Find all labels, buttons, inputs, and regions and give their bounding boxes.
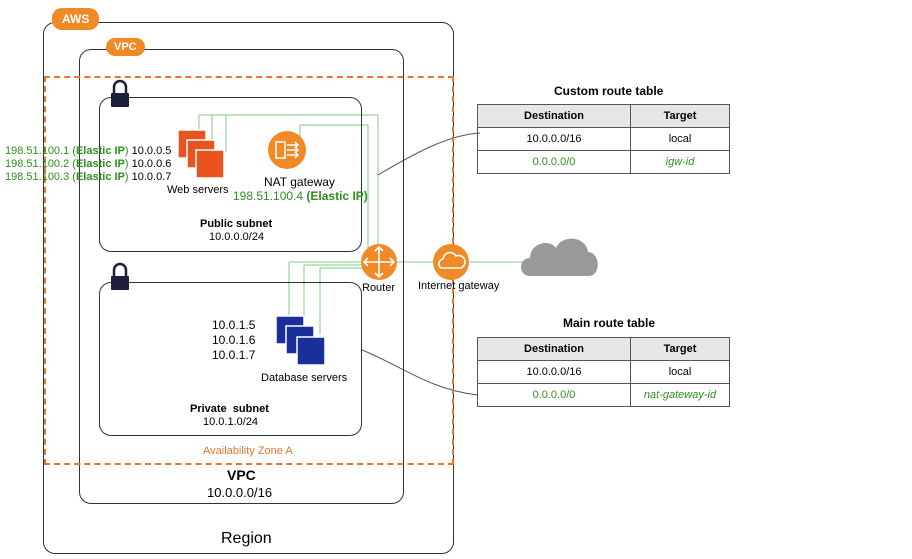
web-servers-label: Web servers (167, 184, 229, 196)
target-cell: local (630, 127, 730, 151)
lock-icon (111, 262, 129, 290)
web-server-ip-2: 198.51.100.2 (Elastic IP) 10.0.0.6 (5, 158, 172, 170)
vpc-cidr: 10.0.0.0/16 (207, 485, 273, 500)
column-header-destination: Destination (477, 337, 631, 361)
nat-gateway-label: NAT gateway (264, 175, 335, 189)
web-server-ip-1: 198.51.100.1 (Elastic IP) 10.0.0.5 (5, 145, 172, 157)
internet-gateway-label: Internet gateway (418, 280, 500, 292)
database-servers-label: Database servers (261, 372, 348, 384)
target-cell: local (630, 360, 730, 384)
destination-cell: 0.0.0.0/0 (477, 383, 631, 407)
private-subnet-title: Private subnet (190, 403, 269, 415)
destination-cell: 10.0.0.0/16 (477, 127, 631, 151)
public-subnet-box (99, 97, 362, 252)
aws-badge: AWS (52, 8, 100, 30)
column-header-target: Target (630, 337, 730, 361)
destination-cell: 0.0.0.0/0 (477, 150, 631, 174)
target-cell: nat-gateway-id (630, 383, 730, 407)
public-subnet-title: Public subnet (200, 218, 273, 230)
vpc-badge: VPC (106, 38, 145, 56)
availability-zone-label: Availability Zone A (203, 445, 293, 457)
vpc-title: VPC (227, 467, 256, 483)
public-subnet-cidr: 10.0.0.0/24 (209, 231, 265, 243)
db-server-ip-1: 10.0.1.5 (212, 318, 256, 332)
table-row: 0.0.0.0/0 igw-id (477, 150, 730, 174)
private-subnet-cidr: 10.0.1.0/24 (203, 416, 259, 428)
custom-route-table: Destination Target 10.0.0.0/16 local 0.0… (477, 104, 730, 174)
table-row: 10.0.0.0/16 local (477, 127, 730, 151)
private-subnet-box (99, 282, 362, 436)
db-server-ip-3: 10.0.1.7 (212, 348, 256, 362)
table-row: 0.0.0.0/0 nat-gateway-id (477, 383, 730, 407)
target-cell: igw-id (630, 150, 730, 174)
region-label: Region (221, 530, 272, 547)
column-header-destination: Destination (477, 104, 631, 128)
nat-gateway-ip: 198.51.100.4 (Elastic IP) (233, 189, 368, 203)
main-route-table: Destination Target 10.0.0.0/16 local 0.0… (477, 337, 730, 407)
destination-cell: 10.0.0.0/16 (477, 360, 631, 384)
db-server-ip-2: 10.0.1.6 (212, 333, 256, 347)
lock-icon (111, 79, 129, 107)
table-row: 10.0.0.0/16 local (477, 360, 730, 384)
router-label: Router (362, 282, 396, 294)
custom-route-table-title: Custom route table (554, 84, 664, 98)
web-server-ip-3: 198.51.100.3 (Elastic IP) 10.0.0.7 (5, 171, 172, 183)
vpc-box (79, 49, 404, 504)
main-route-table-title: Main route table (563, 316, 656, 330)
column-header-target: Target (630, 104, 730, 128)
